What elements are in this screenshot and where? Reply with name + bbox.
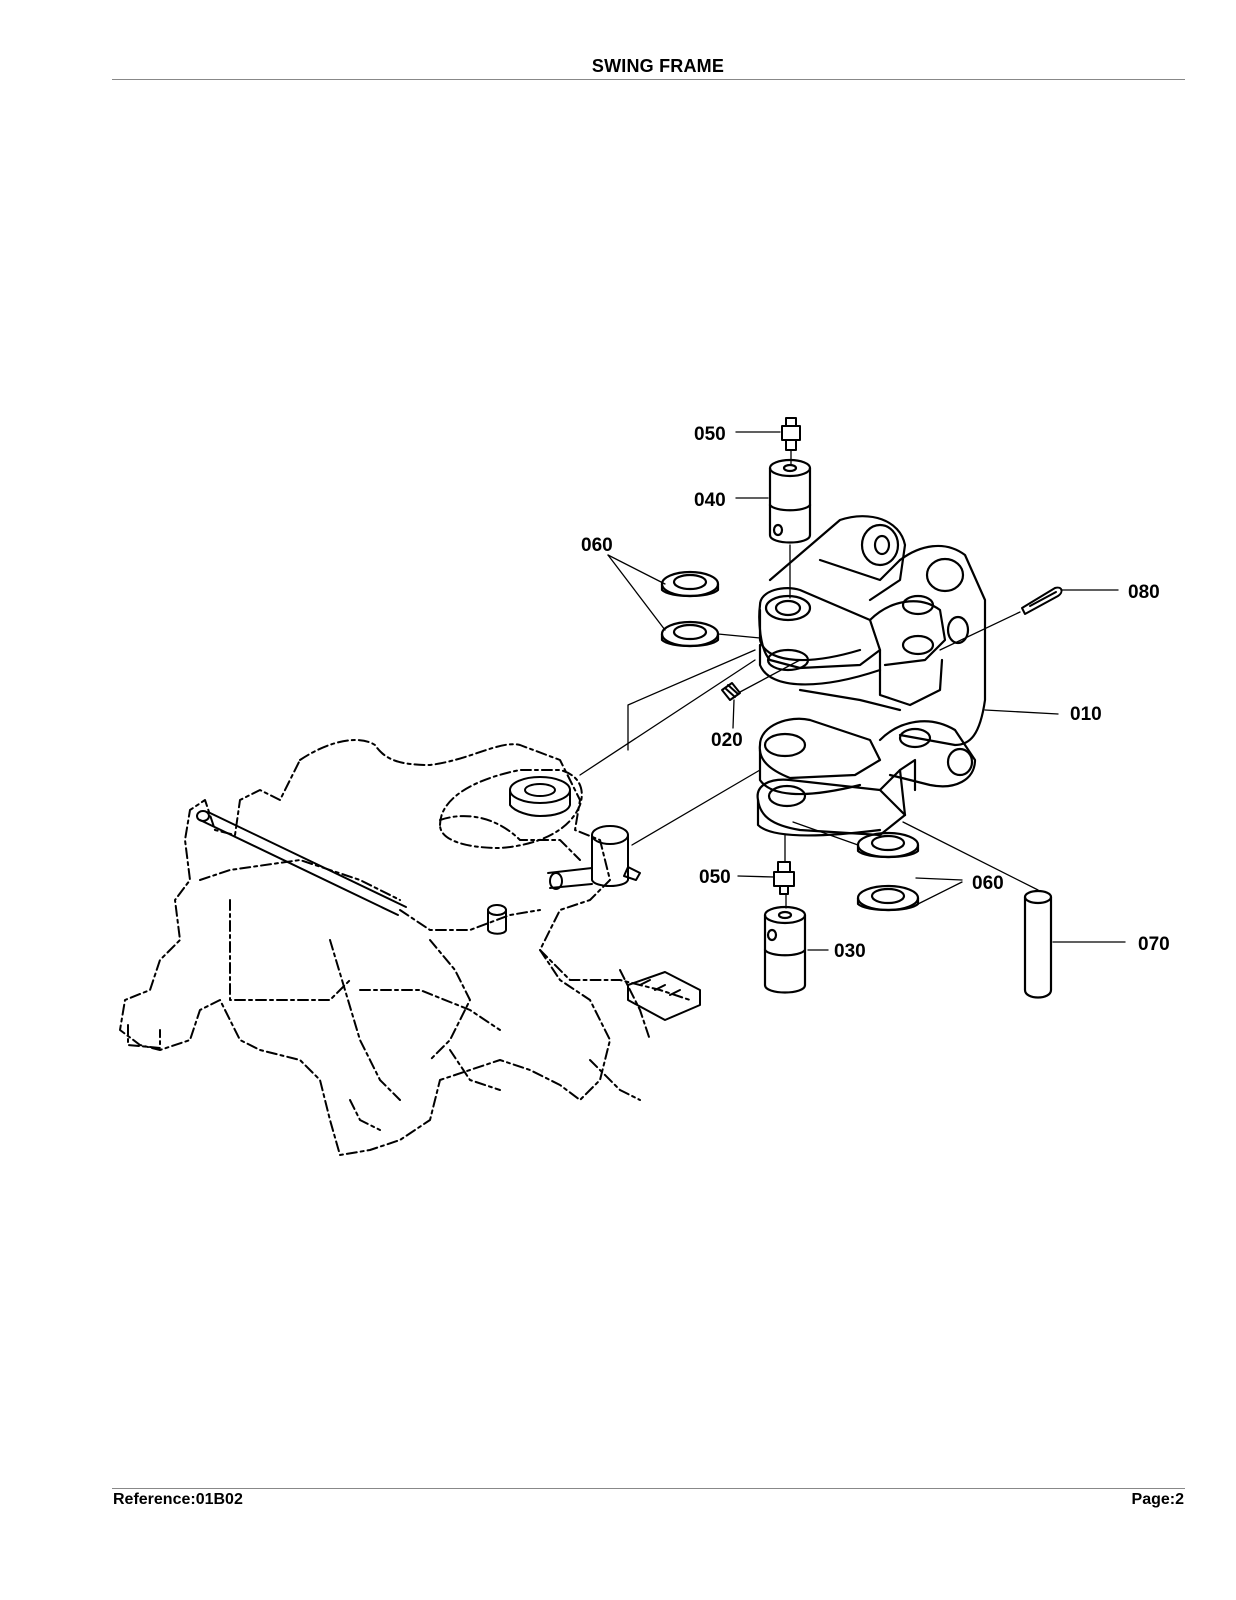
callout-060-bottom: 060 (972, 873, 1004, 894)
reference-code: Reference:01B02 (113, 1491, 243, 1508)
header-divider (112, 79, 1185, 80)
washers-060-upper (660, 570, 720, 648)
footer-divider (112, 1488, 1185, 1489)
callout-030: 030 (834, 941, 866, 962)
bushing-040 (768, 458, 812, 544)
pin-070 (1023, 889, 1053, 999)
page-title: SWING FRAME (591, 56, 725, 76)
callout-060-top: 060 (581, 535, 613, 556)
callout-080: 080 (1128, 582, 1160, 603)
grease-fitting-020 (721, 682, 741, 701)
cotter-pin-080 (1021, 586, 1063, 615)
callout-050-top: 050 (694, 424, 726, 445)
callout-010: 010 (1070, 704, 1102, 725)
leader-lines (579, 431, 1126, 951)
swing-bracket (756, 515, 987, 837)
callout-050-bottom: 050 (699, 867, 731, 888)
callout-020: 020 (711, 730, 743, 751)
callout-070: 070 (1138, 934, 1170, 955)
washers-060-lower (856, 831, 920, 912)
grease-fitting-bottom (773, 861, 795, 895)
machine-rod (196, 810, 407, 916)
page-number: Page:2 (1131, 1491, 1184, 1508)
machine-body-outline (119, 739, 691, 1156)
bushing-030 (763, 905, 807, 994)
machine-body-boss (439, 769, 701, 1021)
callout-040: 040 (694, 490, 726, 511)
grease-fitting-top (781, 417, 801, 451)
